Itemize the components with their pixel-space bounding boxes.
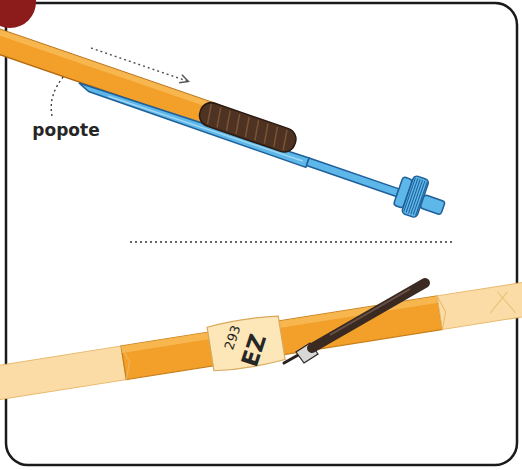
straw-and-probe xyxy=(0,10,455,226)
separator xyxy=(130,241,452,242)
leader-line xyxy=(51,76,64,116)
labelled-straw xyxy=(0,273,522,406)
pen xyxy=(284,283,425,363)
label-tape xyxy=(207,314,286,373)
corner-badge xyxy=(0,0,36,28)
part-label: popote xyxy=(32,122,99,139)
